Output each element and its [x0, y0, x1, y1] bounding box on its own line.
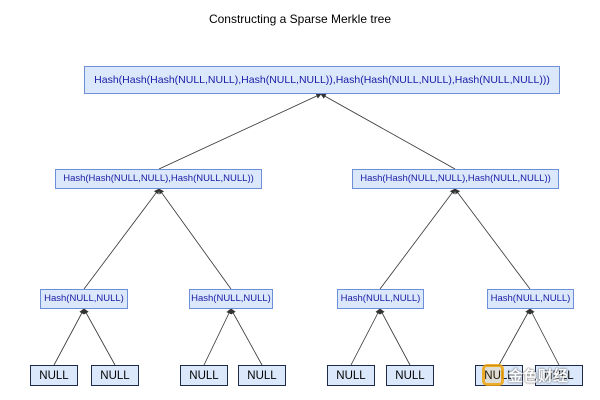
- tree-edge-10: [230, 308, 263, 366]
- leaf-label: NULL: [544, 369, 574, 382]
- leaf-null-2: NULL: [91, 365, 139, 386]
- leaf-null-4: NULL: [238, 365, 286, 386]
- tree-edge-12: [379, 308, 411, 366]
- level1-hash-label: Hash(Hash(NULL,NULL),Hash(NULL,NULL)): [63, 173, 254, 185]
- tree-edge-13: [498, 308, 531, 366]
- leaf-null-5: NULL: [327, 365, 375, 386]
- leaf-label: NULL: [39, 369, 69, 382]
- level1-hash-node-left: Hash(Hash(NULL,NULL),Hash(NULL,NULL)): [55, 169, 262, 189]
- level2-hash-label: Hash(NULL,NULL): [340, 293, 421, 305]
- leaf-label: NULL: [484, 369, 514, 382]
- tree-edge-4: [158, 188, 232, 290]
- leaf-null-1: NULL: [30, 365, 78, 386]
- diagram-title: Constructing a Sparse Merkle tree: [208, 12, 392, 26]
- leaf-label: NULL: [100, 369, 130, 382]
- level1-hash-node-right: Hash(Hash(NULL,NULL),Hash(NULL,NULL)): [352, 169, 559, 189]
- level2-hash-node-2: Hash(NULL,NULL): [189, 289, 273, 309]
- leaf-null-6: NULL: [386, 365, 434, 386]
- leaf-label: NULL: [336, 369, 366, 382]
- level1-hash-label: Hash(Hash(NULL,NULL),Hash(NULL,NULL)): [360, 173, 551, 185]
- tree-edge-8: [83, 308, 116, 366]
- root-hash-node: Hash(Hash(Hash(NULL,NULL),Hash(NULL,NULL…: [84, 66, 560, 94]
- tree-edge-14: [529, 308, 560, 366]
- tree-edge-9: [203, 308, 232, 366]
- level2-hash-label: Hash(NULL,NULL): [490, 293, 571, 305]
- level2-hash-node-1: Hash(NULL,NULL): [40, 289, 128, 309]
- leaf-null-3: NULL: [180, 365, 228, 386]
- level2-hash-label: Hash(NULL,NULL): [44, 293, 124, 305]
- watermark-logo-icon: [482, 364, 504, 386]
- tree-edge-1: [158, 93, 322, 170]
- watermark: 金色财经: [482, 364, 568, 386]
- level2-hash-node-3: Hash(NULL,NULL): [337, 289, 424, 309]
- level2-hash-node-4: Hash(NULL,NULL): [487, 289, 574, 309]
- level2-hash-label: Hash(NULL,NULL): [191, 293, 271, 305]
- leaf-label: NULL: [247, 369, 277, 382]
- tree-edge-3: [83, 188, 160, 290]
- tree-edge-6: [454, 188, 531, 290]
- tree-edge-7: [53, 308, 85, 366]
- leaf-label: NULL: [395, 369, 425, 382]
- tree-edge-11: [350, 308, 381, 366]
- root-hash-label: Hash(Hash(Hash(NULL,NULL),Hash(NULL,NULL…: [94, 73, 550, 86]
- watermark-text: 金色财经: [508, 366, 569, 385]
- tree-edge-5: [379, 188, 456, 290]
- leaf-null-8: NULL: [535, 365, 583, 386]
- tree-edge-2: [320, 93, 456, 170]
- leaf-label: NULL: [189, 369, 219, 382]
